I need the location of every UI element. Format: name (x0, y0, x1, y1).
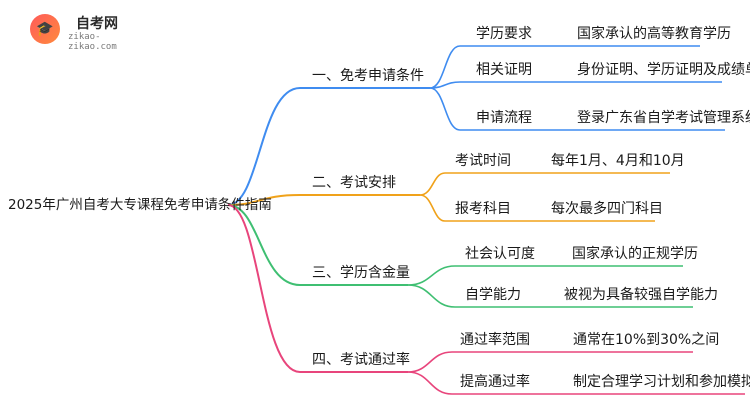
logo-title: 自考网 (76, 16, 118, 32)
leaf-key: 自学能力 (465, 287, 521, 303)
leaf-key: 通过率范围 (460, 332, 530, 348)
branch-label-4: 四、考试通过率 (312, 352, 410, 368)
leaf-value: 通常在10%到30%之间 (573, 332, 720, 348)
leaf-key: 社会认可度 (465, 246, 535, 262)
branch-label-1: 一、免考申请条件 (312, 68, 424, 84)
child-link-1-3 (429, 87, 461, 131)
branch-label-3: 三、学历含金量 (312, 265, 410, 281)
leaf-value: 制定合理学习计划和参加模拟考试 (573, 374, 750, 390)
leaf-key: 报考科目 (455, 201, 511, 217)
leaf-value: 国家承认的正规学历 (572, 246, 698, 262)
child-link-3-1 (407, 265, 456, 286)
leaf-key: 提高通过率 (460, 374, 530, 390)
root-link-1 (227, 87, 301, 206)
leaf-key: 考试时间 (455, 153, 511, 169)
leaf-value: 每次最多四门科目 (551, 201, 663, 217)
leaf-value: 登录广东省自学考试管理系统 (577, 110, 750, 126)
branch-label-2: 二、考试安排 (312, 175, 396, 191)
leaf-key: 相关证明 (476, 62, 532, 78)
graduation-cap-icon: 🎓 (30, 14, 60, 44)
leaf-value: 被视为具备较强自学能力 (564, 287, 718, 303)
root-topic: 2025年广州自考大专课程免考申请条件指南 (8, 197, 272, 213)
root-link-2 (227, 194, 301, 206)
leaf-key: 申请流程 (476, 110, 532, 126)
logo-url: zikao-zikao.com (68, 32, 117, 52)
child-link-3-2 (407, 284, 456, 308)
leaf-key: 学历要求 (476, 26, 532, 42)
child-link-2-1 (419, 172, 446, 196)
leaf-value: 国家承认的高等教育学历 (577, 26, 731, 42)
site-logo[interactable]: 🎓 自考网 zikao-zikao.com (30, 12, 140, 52)
child-link-4-2 (407, 371, 453, 395)
leaf-value: 每年1月、4月和10月 (551, 153, 685, 169)
root-link-3 (227, 204, 301, 286)
leaf-value: 身份证明、学历证明及成绩单 (577, 62, 750, 78)
root-link-4 (227, 204, 301, 373)
child-link-1-2 (429, 81, 461, 89)
child-link-4-1 (407, 351, 453, 373)
child-link-2-2 (419, 194, 446, 222)
child-link-1-1 (429, 45, 461, 89)
